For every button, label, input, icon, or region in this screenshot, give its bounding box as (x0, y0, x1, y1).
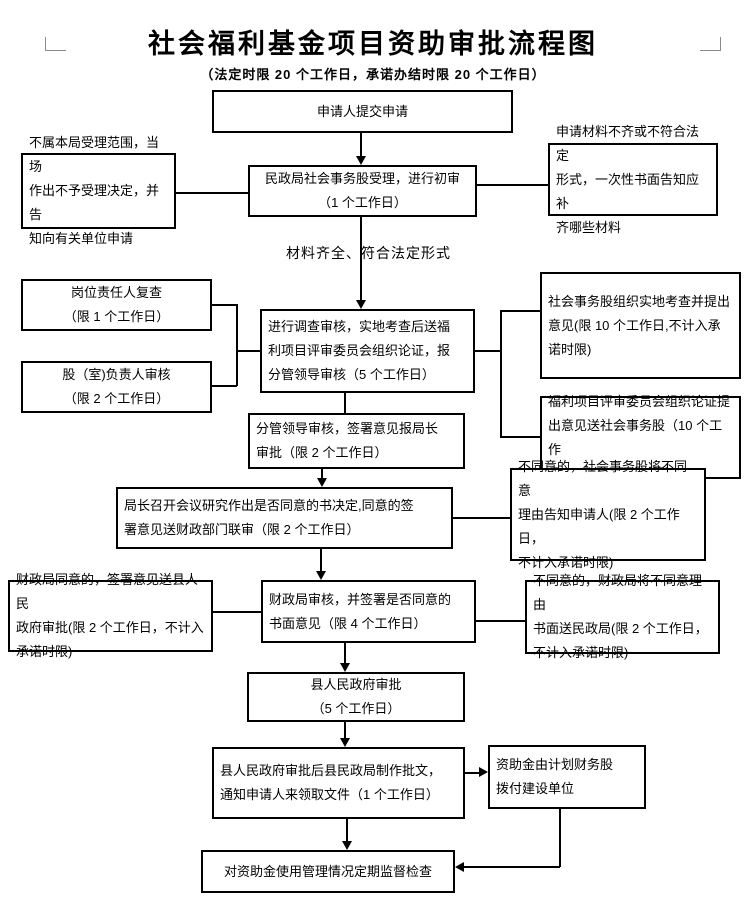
node-post-responsible-recheck: 岗位责任人复查 （限 1 个工作日） (21, 279, 212, 331)
arrowhead-into-finance-review (316, 571, 326, 580)
connector-right-bracket (500, 310, 502, 437)
node-label: 资助金由计划财务股 拨付建设单位 (496, 757, 614, 796)
node-label: 岗位责任人复查 （限 1 个工作日） (63, 285, 170, 324)
connector-recheck-bracket (212, 304, 237, 306)
node-label: 财政局同意的，签署意见送县人民 政府审批(限 2 个工作日，不计入 承诺时限) (16, 572, 204, 659)
connector-investigation-leader (344, 393, 346, 413)
node-label: 不同意的，财政局将不同意理由 书面送民政局(限 2 个工作日， 不计入承诺时限) (533, 573, 708, 660)
node-submit-application: 申请人提交申请 (212, 90, 513, 133)
connector-sectionchief-bracket (212, 385, 237, 387)
node-finance-agree-submit: 财政局同意的，签署意见送县人民 政府审批(限 2 个工作日，不计入 承诺时限) (8, 572, 213, 659)
node-label: 不同意的，社会事务股将不同意 理由告知申请人(限 2 个工作日， 不计入承诺时限… (518, 458, 688, 570)
node-label: 财政局审核，并签署是否同意的 书面意见（限 4 个工作日） (269, 591, 452, 631)
arrowhead-fund-into-supervision (455, 862, 464, 872)
flow-line-finance-to-county (344, 643, 346, 664)
node-label: 股（室)负责人审核 （限 2 个工作日） (62, 367, 171, 406)
crop-mark-left (45, 37, 66, 51)
arrowhead-into-county-approval (340, 663, 350, 672)
crop-mark-right (700, 37, 721, 51)
flow-line-county-to-issue (344, 722, 346, 739)
node-not-accepted-notice: 不属本局受理范围，当场 作出不予受理决定，并告 知向有关单位申请 (21, 135, 176, 246)
flow-line-fund-down (559, 809, 561, 867)
flow-line-submit-to-initial (360, 133, 362, 158)
node-leader-review: 分管领导审核，签署意见报局长 审批（限 2 个工作日） (248, 413, 465, 469)
node-label: 对资助金使用管理情况定期监督检查 (223, 863, 432, 879)
connector-financeagree-finance (213, 611, 261, 613)
node-section-chief-review: 股（室)负责人审核 （限 2 个工作日） (21, 361, 212, 413)
node-director-meeting-decision: 局长召开会议研究作出是否同意的书决定,同意的签 署意见送财政部门联审（限 2 个… (116, 487, 453, 549)
node-label: 县人民政府审批 （5 个工作日） (310, 677, 402, 716)
node-investigation-review: 进行调查审核，实地考查后送福 利项目评审委员会组织论证，报 分管领导审核（5 个… (260, 309, 475, 393)
connector-bracket-committee (500, 436, 540, 438)
flow-line-meeting-to-finance (320, 549, 322, 572)
node-disagree-notify-applicant: 不同意的，社会事务股将不同意 理由告知申请人(限 2 个工作日， 不计入承诺时限… (510, 459, 706, 570)
connector-investigation-rightbracket (475, 350, 501, 352)
node-initial-review: 民政局社会事务股受理，进行初审 （1 个工作日） (248, 165, 477, 217)
node-supervision-check: 对资助金使用管理情况定期监督检查 (201, 850, 455, 893)
node-finance-review: 财政局审核，并签署是否同意的 书面意见（限 4 个工作日） (261, 580, 476, 643)
arrowhead-into-fund-allocation (479, 767, 488, 777)
arrowhead-into-investigation (356, 300, 366, 309)
arrowhead-into-initial-review (356, 156, 366, 165)
node-incomplete-materials-notice: 申请材料不齐或不符合法定 形式，一次性书面告知应补 齐哪些材料 (548, 124, 718, 235)
node-label: 进行调查审核，实地考查后送福 利项目评审委员会组织论证，报 分管领导审核（5 个… (268, 319, 451, 382)
node-label: 民政局社会事务股受理，进行初审 （1 个工作日） (264, 171, 460, 210)
connector-left-bracket (236, 304, 238, 386)
connector-finance-disagree (476, 620, 525, 622)
node-label: 局长召开会议研究作出是否同意的书决定,同意的签 署意见送财政部门联审（限 2 个… (124, 498, 414, 537)
node-label: 社会事务股组织实地考查并提出 意见(限 10 个工作日,不计入承 诺时限) (548, 293, 731, 357)
connector-bracket-fieldinspection (500, 310, 540, 312)
connector-meeting-disagree (453, 517, 510, 519)
flow-line-initial-to-investigation (360, 217, 362, 301)
arrowhead-into-director-meeting (317, 478, 327, 487)
page-subtitle: （法定时限 20 个工作日，承诺办结时限 20 个工作日） (200, 67, 546, 82)
flow-line-issue-to-fund (465, 772, 480, 774)
node-label: 县人民政府审批后县民政局制作批文， 通知申请人来领取文件（1 个工作日） (220, 763, 442, 802)
connector-notaccepted-initial (176, 192, 248, 194)
node-issue-approval-document: 县人民政府审批后县民政局制作批文， 通知申请人来领取文件（1 个工作日） (212, 747, 465, 819)
flow-line-issue-to-supervision (346, 819, 348, 842)
node-field-inspection-opinion: 社会事务股组织实地考查并提出 意见(限 10 个工作日,不计入承 诺时限) (540, 272, 741, 379)
arrowhead-into-supervision (342, 841, 352, 850)
node-fund-allocation: 资助金由计划财务股 拨付建设单位 (488, 745, 646, 809)
node-label: 申请人提交申请 (316, 103, 408, 119)
arrowhead-into-issue-document (340, 738, 350, 747)
node-county-government-approval: 县人民政府审批 （5 个工作日） (247, 672, 465, 722)
edge-label-materials-qualified: 材料齐全、符合法定形式 (286, 245, 451, 261)
flow-line-fund-to-supervision (464, 866, 560, 868)
node-label: 不属本局受理范围，当场 作出不予受理决定，并告 知向有关单位申请 (29, 135, 160, 246)
node-label: 分管领导审核，签署意见报局长 审批（限 2 个工作日） (256, 421, 439, 460)
page-title: 社会福利基金项目资助审批流程图 (148, 29, 598, 59)
connector-initial-incomplete (477, 184, 548, 186)
flow-line-leader-to-meeting (321, 469, 323, 480)
connector-leftbracket-investigation (236, 350, 260, 352)
node-finance-disagree-return: 不同意的，财政局将不同意理由 书面送民政局(限 2 个工作日， 不计入承诺时限) (525, 573, 720, 660)
node-label: 申请材料不齐或不符合法定 形式，一次性书面告知应补 齐哪些材料 (556, 123, 700, 235)
